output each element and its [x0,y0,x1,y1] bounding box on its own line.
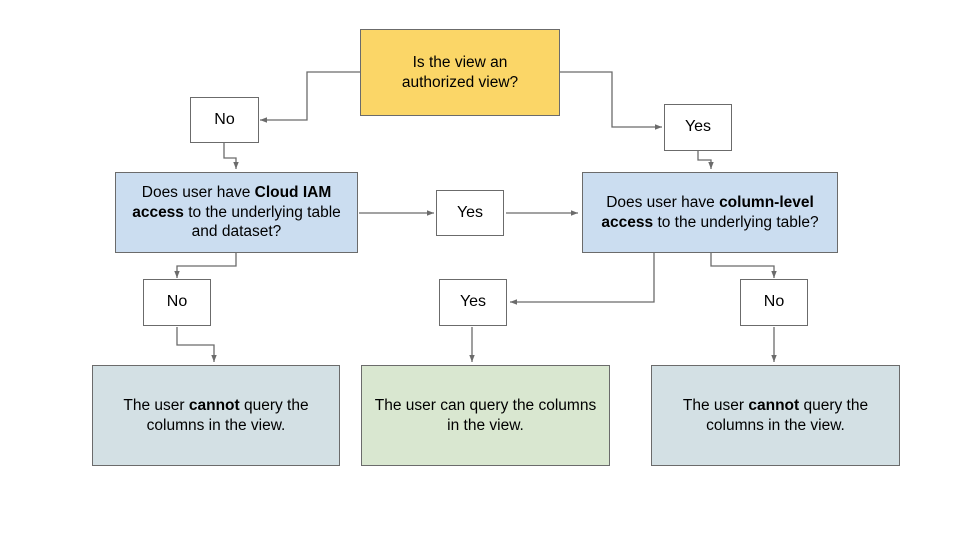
node-answer-yes-column-level-label: Yes [459,293,487,311]
node-question-cloud-iam-label: Does user have Cloud IAM access to the u… [132,183,341,241]
node-answer-no-column-level-label: No [763,293,785,311]
edge-no-to-result-cannot-left [176,327,217,362]
bold-column-level-access: column-level access [601,193,814,231]
edge-column-level-to-yes [510,253,655,305]
bold-cloud-iam: Cloud IAM access [132,183,332,221]
node-answer-yes-cloud-iam[interactable]: Yes [436,190,504,236]
node-question-authorized-view-label: Is the view an authorized view? [401,53,519,91]
node-result-cannot-query-left[interactable]: The user cannot query the columns in the… [92,365,340,466]
node-result-cannot-query-left-label: The user cannot query the columns in the… [123,396,309,434]
node-result-cannot-query-right[interactable]: The user cannot query the columns in the… [651,365,900,466]
edge-no-to-cloud-iam [223,143,239,169]
node-answer-no-column-level[interactable]: No [740,279,808,326]
node-question-column-level-label: Does user have column-level access to th… [601,193,819,231]
node-answer-yes-column-level[interactable]: Yes [439,279,507,326]
edge-column-level-to-no [710,253,777,278]
node-result-can-query-label: The user can query the columns in the vi… [374,396,597,434]
edge-authorized-to-no [260,71,361,123]
node-answer-no-cloud-iam-label: No [166,293,188,311]
bold-cannot-left: cannot [188,396,240,414]
node-result-can-query[interactable]: The user can query the columns in the vi… [361,365,610,466]
node-answer-yes-authorized-label: Yes [684,118,712,136]
node-question-column-level[interactable]: Does user have column-level access to th… [582,172,838,253]
bold-cannot-right: cannot [748,396,800,414]
node-answer-yes-cloud-iam-label: Yes [456,203,484,221]
node-answer-no-cloud-iam[interactable]: No [143,279,211,326]
node-answer-no-authorized-label: No [214,110,235,128]
edge-cloud-iam-to-no [174,253,237,278]
node-result-cannot-query-right-label: The user cannot query the columns in the… [682,396,869,434]
edge-yes-to-column-level [697,151,714,169]
node-answer-yes-authorized[interactable]: Yes [664,104,732,151]
node-question-cloud-iam[interactable]: Does user have Cloud IAM access to the u… [115,172,358,253]
edge-authorized-to-yes [559,71,662,130]
node-question-authorized-view[interactable]: Is the view an authorized view? [360,29,560,116]
node-answer-no-authorized[interactable]: No [190,97,259,143]
